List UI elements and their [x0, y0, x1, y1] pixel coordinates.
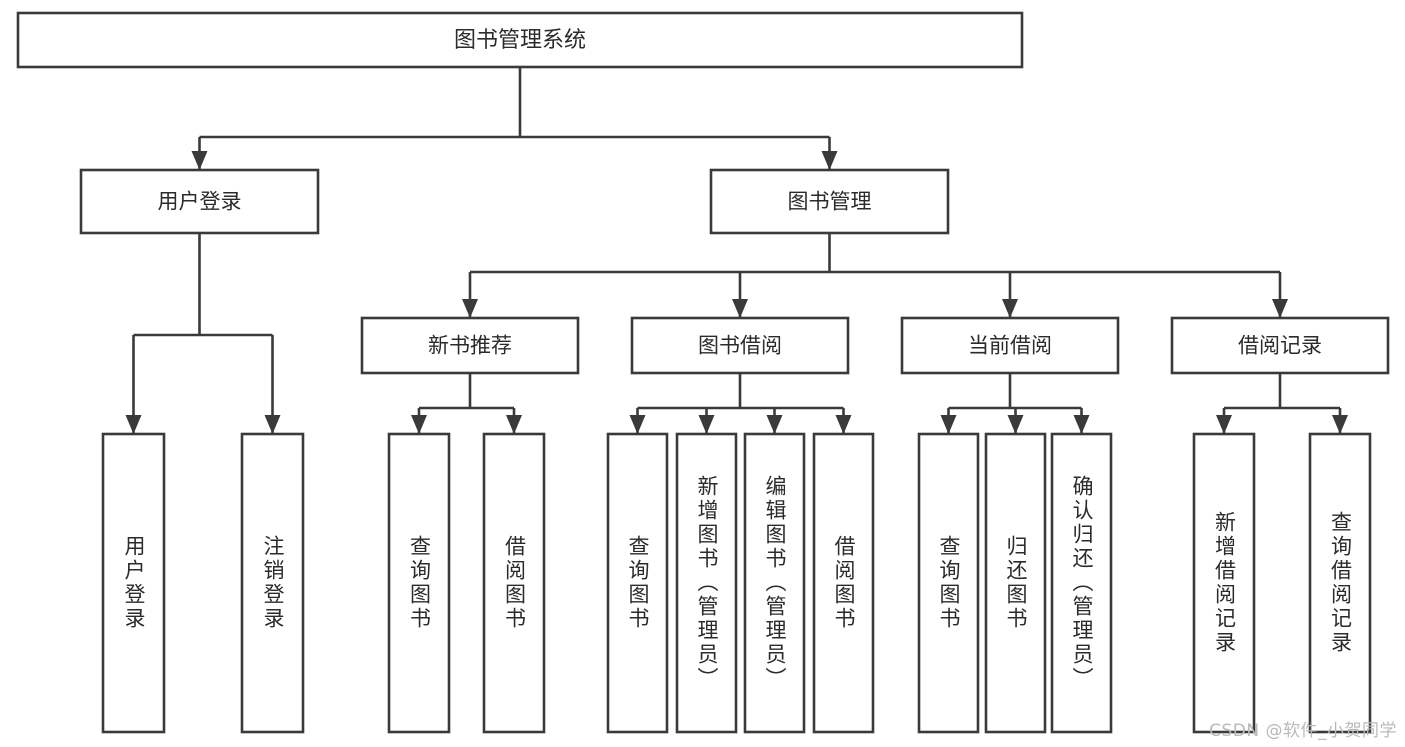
node-leaf-user-login-labelbox[interactable]: 用户登录 — [103, 434, 164, 732]
node-leaf-query-book-rec-label: 查询图书 — [407, 535, 432, 631]
arrow-icon-leaf-add-record — [1216, 415, 1232, 434]
node-book-management-rect — [709, 168, 950, 235]
arrow-icon-current-borrow — [1002, 299, 1018, 318]
node-leaf-query-record-labelbox[interactable]: 查询借阅记录 — [1310, 434, 1370, 732]
node-leaf-add-book[interactable] — [675, 432, 738, 734]
node-leaf-query-book-borrow[interactable] — [606, 432, 669, 734]
node-borrow-record[interactable]: 借阅记录 — [1170, 316, 1390, 375]
node-book-management-label: 图书管理 — [788, 190, 872, 214]
node-leaf-user-logout-rect — [240, 432, 305, 734]
node-root-图书管理系统[interactable]: 图书管理系统 — [16, 11, 1024, 69]
arrow-icon-leaf-user-login — [125, 415, 142, 434]
node-leaf-user-login-label: 用户登录 — [122, 535, 146, 631]
arrow-icon-borrow-record — [1272, 299, 1288, 318]
node-book-borrow-label: 图书借阅 — [698, 334, 782, 358]
node-new-book-recommend[interactable]: 新书推荐 — [360, 316, 580, 375]
node-user-login[interactable]: 用户登录 — [79, 168, 320, 235]
node-book-management[interactable]: 图书管理 — [709, 168, 950, 235]
node-leaf-user-logout-labelbox[interactable]: 注销登录 — [242, 434, 303, 732]
node-leaf-borrow-book-labelbox[interactable]: 借阅图书 — [814, 434, 873, 732]
node-leaf-query-book-borrow-rect — [606, 432, 669, 734]
node-leaf-add-record-labelbox[interactable]: 新增借阅记录 — [1194, 434, 1254, 732]
node-current-borrow-rect — [900, 316, 1120, 375]
node-leaf-confirm-return[interactable] — [1050, 432, 1113, 734]
node-leaf-user-logout[interactable] — [240, 432, 305, 734]
node-leaf-confirm-return-rect — [1050, 432, 1113, 734]
node-leaf-add-record-label: 新增借阅记录 — [1212, 511, 1237, 655]
node-leaf-query-book-borrow-labelbox[interactable]: 查询图书 — [608, 434, 667, 732]
node-leaf-query-record[interactable] — [1308, 432, 1372, 734]
node-leaf-edit-book-rect — [743, 432, 806, 734]
node-leaf-edit-book-label: 编辑图书（管理员） — [763, 475, 787, 691]
arrow-icon-leaf-query-book-rec — [411, 415, 427, 434]
node-leaf-query-book-cur-labelbox[interactable]: 查询图书 — [919, 434, 978, 732]
node-leaf-query-book-cur[interactable] — [917, 432, 980, 734]
arrow-icon-book-borrow — [732, 299, 748, 318]
node-leaf-return-book-label: 归还图书 — [1004, 535, 1028, 631]
node-leaf-borrow-book-rect — [812, 432, 875, 734]
node-user-login-rect — [79, 168, 320, 235]
node-book-borrow-rect — [630, 316, 850, 375]
node-leaf-borrow-book-rec-rect — [482, 432, 546, 734]
arrow-icon-leaf-add-book — [698, 415, 715, 434]
node-leaf-query-book-rec-rect — [387, 432, 451, 734]
node-leaf-borrow-book-rec[interactable] — [482, 432, 546, 734]
node-leaf-add-book-label: 新增图书（管理员） — [695, 475, 719, 691]
arrow-icon-user-login — [191, 151, 208, 170]
node-current-borrow[interactable]: 当前借阅 — [900, 316, 1120, 375]
node-book-borrow[interactable]: 图书借阅 — [630, 316, 850, 375]
arrow-icon-leaf-return-book — [1007, 415, 1024, 434]
node-root-图书管理系统-label: 图书管理系统 — [454, 28, 586, 53]
node-leaf-query-record-label: 查询借阅记录 — [1328, 511, 1353, 655]
node-new-book-recommend-rect — [360, 316, 580, 375]
arrow-icon-leaf-query-book-cur — [940, 415, 957, 434]
arrow-icon-leaf-query-record — [1332, 415, 1348, 434]
node-leaf-return-book-labelbox[interactable]: 归还图书 — [986, 434, 1045, 732]
node-leaf-edit-book[interactable] — [743, 432, 806, 734]
node-leaf-borrow-book-rec-labelbox[interactable]: 借阅图书 — [484, 434, 544, 732]
node-leaf-query-book-rec-labelbox[interactable]: 查询图书 — [389, 434, 449, 732]
node-leaf-confirm-return-label: 确认归还（管理员） — [1070, 475, 1094, 691]
arrow-icon-leaf-borrow-book — [835, 415, 852, 434]
watermark-text: CSDN @软件_小贺同学 — [1209, 721, 1397, 741]
node-leaf-confirm-return-labelbox[interactable]: 确认归还（管理员） — [1052, 434, 1111, 732]
node-root-图书管理系统-rect — [16, 11, 1024, 69]
node-leaf-return-book-rect — [984, 432, 1047, 734]
node-leaf-borrow-book[interactable] — [812, 432, 875, 734]
node-leaf-query-book-borrow-label: 查询图书 — [626, 535, 650, 631]
node-leaf-add-record-rect — [1192, 432, 1256, 734]
arrow-icon-leaf-confirm-return — [1073, 415, 1090, 434]
node-borrow-record-label: 借阅记录 — [1238, 334, 1322, 358]
node-leaf-user-logout-label: 注销登录 — [261, 535, 285, 631]
arrow-icon-leaf-query-book-borrow — [629, 415, 646, 434]
node-leaf-query-book-cur-rect — [917, 432, 980, 734]
node-leaf-borrow-book-rec-label: 借阅图书 — [502, 535, 527, 631]
arrow-icon-leaf-edit-book — [766, 415, 783, 434]
node-leaf-edit-book-labelbox[interactable]: 编辑图书（管理员） — [745, 434, 804, 732]
node-leaf-add-book-labelbox[interactable]: 新增图书（管理员） — [677, 434, 736, 732]
node-leaf-user-login-rect — [101, 432, 166, 734]
node-leaf-query-record-rect — [1308, 432, 1372, 734]
arrow-icon-leaf-user-logout — [264, 415, 281, 434]
connectors-layer — [125, 67, 1348, 434]
node-leaf-borrow-book-label: 借阅图书 — [832, 535, 856, 631]
node-leaf-query-book-cur-label: 查询图书 — [937, 535, 961, 631]
node-leaf-add-book-rect — [675, 432, 738, 734]
arrow-icon-new-book-recommend — [462, 299, 478, 318]
node-borrow-record-rect — [1170, 316, 1390, 375]
node-leaf-return-book[interactable] — [984, 432, 1047, 734]
arrow-icon-book-management — [821, 151, 838, 170]
node-leaf-add-record[interactable] — [1192, 432, 1256, 734]
node-new-book-recommend-label: 新书推荐 — [428, 334, 512, 358]
node-leaf-query-book-rec[interactable] — [387, 432, 451, 734]
arrow-icon-leaf-borrow-book-rec — [506, 415, 522, 434]
node-current-borrow-label: 当前借阅 — [968, 334, 1052, 358]
node-user-login-label: 用户登录 — [158, 190, 242, 214]
node-leaf-user-login[interactable] — [101, 432, 166, 734]
